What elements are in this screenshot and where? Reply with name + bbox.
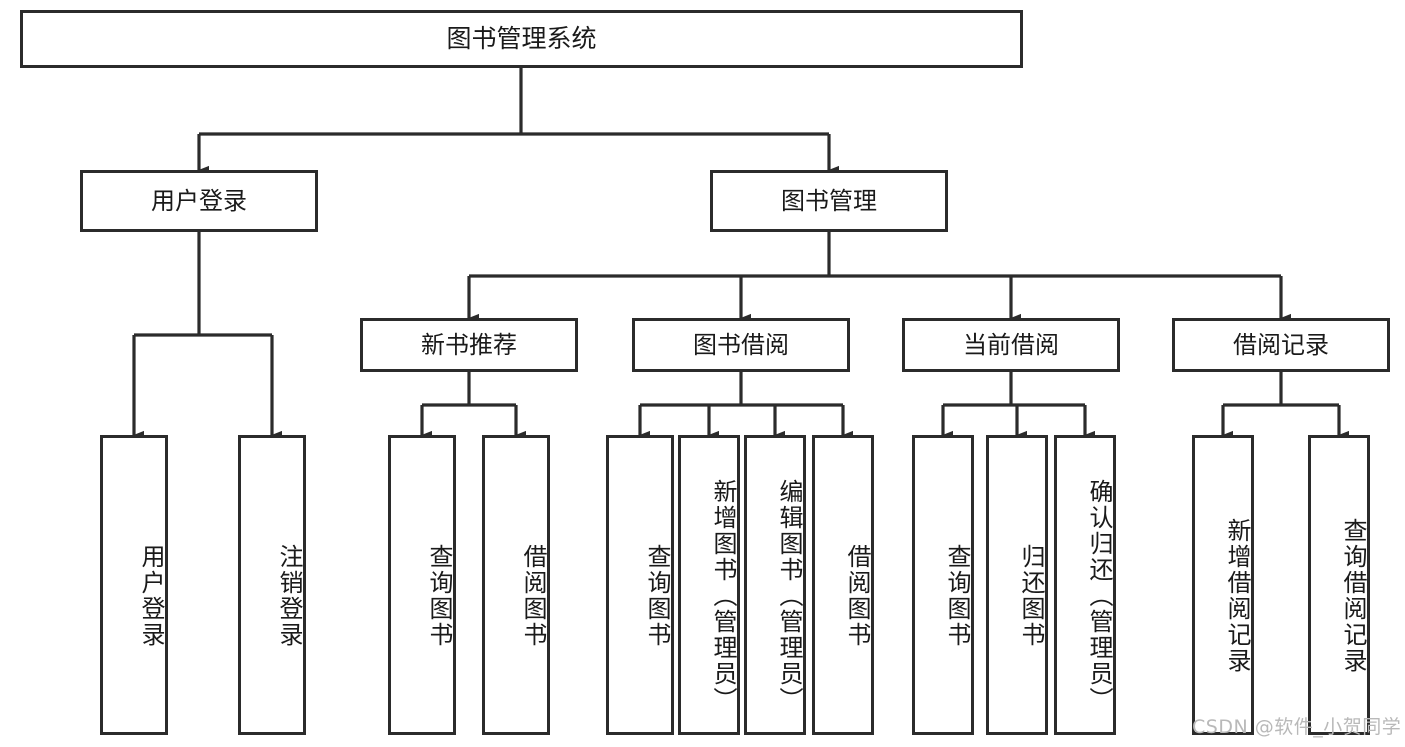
- node-book-management-label: 图书管理: [781, 186, 877, 215]
- node-root-label: 图书管理系统: [446, 24, 597, 54]
- node-user-login[interactable]: 用户登录: [80, 170, 318, 232]
- leaf-node-label: 查询图书: [643, 544, 671, 648]
- leaf-node-label: 新增借阅记录: [1223, 518, 1251, 674]
- leaf-node-label: 编辑图书（管理员）: [775, 479, 803, 713]
- leaf-node[interactable]: 新增借阅记录: [1192, 435, 1254, 735]
- leaf-node[interactable]: 借阅图书: [812, 435, 874, 735]
- leaf-node-label: 查询借阅记录: [1339, 518, 1367, 674]
- node-book-borrow-label: 图书借阅: [693, 330, 789, 359]
- node-new-book-recommend[interactable]: 新书推荐: [360, 318, 578, 372]
- leaf-node[interactable]: 查询图书: [606, 435, 674, 735]
- leaf-node-label: 查询图书: [425, 544, 453, 648]
- node-current-borrow[interactable]: 当前借阅: [902, 318, 1120, 372]
- leaf-node[interactable]: 查询图书: [912, 435, 974, 735]
- node-user-login-label: 用户登录: [151, 186, 247, 215]
- leaf-node-label: 借阅图书: [519, 544, 547, 648]
- leaf-node[interactable]: 查询图书: [388, 435, 456, 735]
- leaf-node-label: 用户登录: [137, 544, 165, 648]
- node-current-borrow-label: 当前借阅: [963, 330, 1059, 359]
- leaf-node[interactable]: 注销登录: [238, 435, 306, 735]
- leaf-node-label: 查询图书: [943, 544, 971, 648]
- leaf-node[interactable]: 编辑图书（管理员）: [744, 435, 806, 735]
- leaf-node-label: 借阅图书: [843, 544, 871, 648]
- node-book-borrow[interactable]: 图书借阅: [632, 318, 850, 372]
- leaf-node[interactable]: 查询借阅记录: [1308, 435, 1370, 735]
- csdn-watermark: CSDN @软件_小贺同学: [1192, 716, 1402, 738]
- leaf-node-label: 确认归还（管理员）: [1085, 479, 1113, 713]
- leaf-node[interactable]: 归还图书: [986, 435, 1048, 735]
- leaf-node-label: 注销登录: [275, 544, 303, 648]
- node-root[interactable]: 图书管理系统: [20, 10, 1023, 68]
- leaf-node[interactable]: 借阅图书: [482, 435, 550, 735]
- leaf-node[interactable]: 新增图书（管理员）: [678, 435, 740, 735]
- leaf-node-label: 新增图书（管理员）: [709, 479, 737, 713]
- node-book-management[interactable]: 图书管理: [710, 170, 948, 232]
- leaf-node[interactable]: 用户登录: [100, 435, 168, 735]
- node-borrow-record[interactable]: 借阅记录: [1172, 318, 1390, 372]
- leaf-node-label: 归还图书: [1017, 544, 1045, 648]
- leaf-node[interactable]: 确认归还（管理员）: [1054, 435, 1116, 735]
- node-new-book-recommend-label: 新书推荐: [421, 330, 517, 359]
- node-borrow-record-label: 借阅记录: [1233, 330, 1329, 359]
